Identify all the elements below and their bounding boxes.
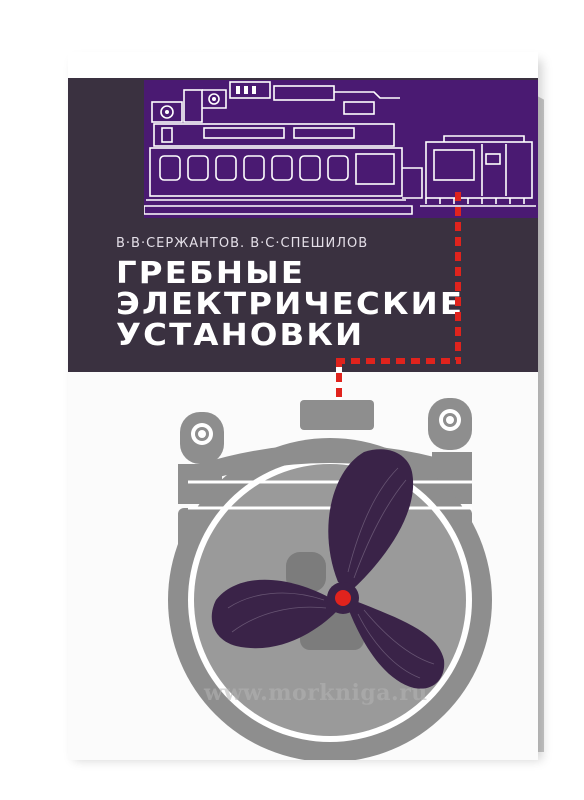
title-line-2: ЭЛЕКТРИЧЕСКИЕ: [116, 287, 465, 322]
watermark: www.morkniga.ru: [204, 680, 428, 706]
title-line-3: УСТАНОВКИ: [116, 318, 365, 353]
book-cover: В·В·СЕРЖАНТОВ. В·С·СПЕШИЛОВ ГРЕБНЫЕ ЭЛЕК…: [68, 52, 538, 760]
motor-propeller-illustration: [168, 398, 492, 760]
engine-illustration-panel: [143, 80, 538, 218]
diesel-generator-icon: [143, 81, 536, 215]
connector-line-down: [336, 358, 342, 408]
connector-line-horizontal: [336, 358, 461, 364]
book-title: ГРЕБНЫЕ ЭЛЕКТРИЧЕСКИЕ УСТАНОВКИ: [116, 258, 464, 351]
connector-line-vertical: [455, 192, 461, 360]
cover-top-strip: [68, 52, 538, 78]
authors: В·В·СЕРЖАНТОВ. В·С·СПЕШИЛОВ: [116, 236, 369, 251]
title-line-1: ГРЕБНЫЕ: [116, 256, 306, 291]
propeller-icon: [211, 449, 445, 689]
